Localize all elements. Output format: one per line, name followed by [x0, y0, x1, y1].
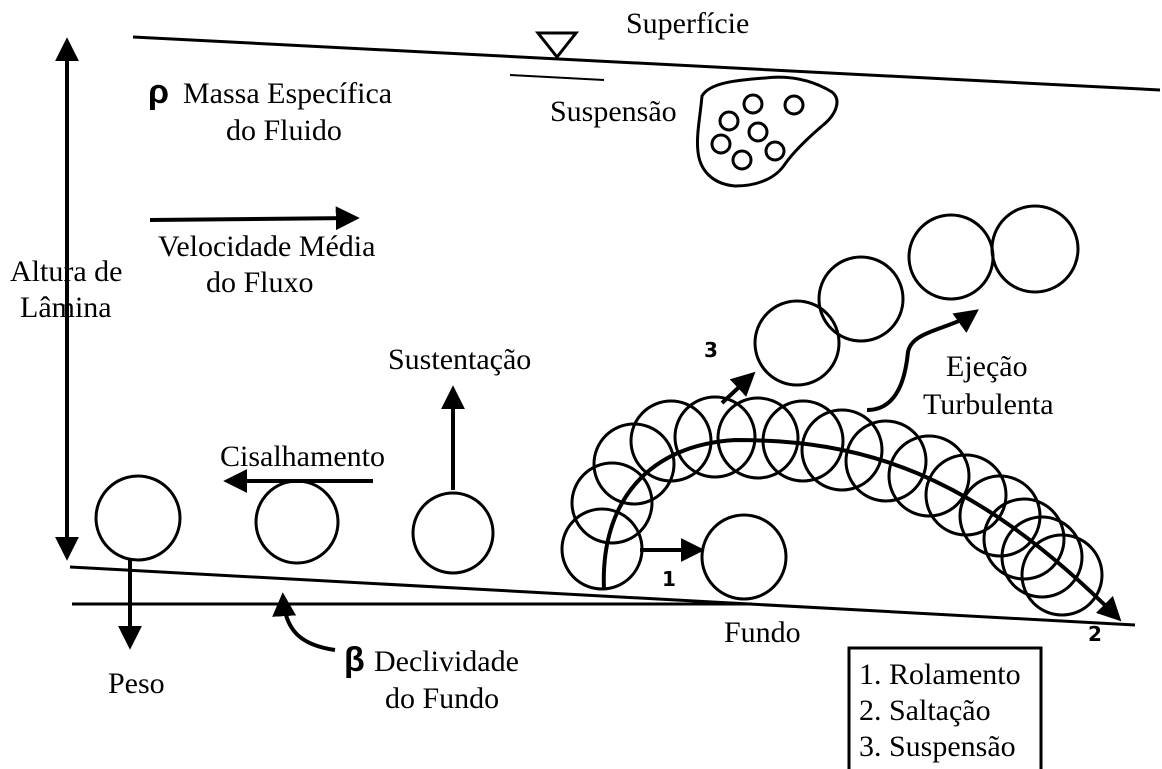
weight-particle	[96, 476, 180, 560]
suspended-particle	[766, 142, 784, 160]
saltation-particle	[631, 401, 711, 481]
legend-item-saltation: 2. Saltação	[859, 694, 991, 727]
marker-1: 1	[662, 567, 676, 591]
height-label-line1: Altura de	[10, 255, 122, 288]
slope-label-line2: do Fundo	[385, 682, 499, 715]
slope-label-line1: Declividade	[374, 645, 519, 678]
suspension-label: Suspensão	[550, 95, 677, 128]
height-label-line2: Lâmina	[20, 291, 112, 324]
suspended-particle	[744, 95, 762, 113]
density-label-line2: do Fluido	[226, 114, 342, 147]
ejection-label-line1: Ejeção	[946, 350, 1028, 383]
saltation-particle	[889, 436, 969, 516]
suspended-particle	[720, 112, 738, 130]
suspension-particle	[992, 206, 1078, 292]
saltation-trajectory	[604, 440, 1118, 618]
water-level-symbol	[538, 33, 576, 57]
surface-label: Superfície	[626, 7, 749, 40]
legend-item-suspension: 3. Suspensão	[859, 730, 1016, 763]
ejection-label-line2: Turbulenta	[923, 388, 1054, 421]
lift-label: Sustentação	[388, 343, 531, 376]
suspended-particle	[733, 151, 751, 169]
legend-item-rolling: 1. Rolamento	[859, 658, 1021, 691]
velocity-label-line2: do Fluxo	[206, 266, 314, 299]
shear-label: Cisalhamento	[220, 440, 385, 473]
shear-particle	[256, 481, 338, 563]
suspended-particle	[749, 123, 767, 141]
beta-symbol: β	[344, 641, 365, 679]
density-label-line1: Massa Específica	[183, 77, 392, 110]
rho-symbol: ρ	[148, 73, 169, 111]
suspension-particle	[819, 257, 903, 341]
marker-2: 2	[1088, 622, 1102, 646]
suspended-particle	[785, 96, 803, 114]
velocity-arrow	[150, 218, 355, 220]
lift-particle	[413, 493, 493, 573]
bed-label: Fundo	[724, 616, 801, 649]
saltation-particle	[675, 397, 755, 477]
marker-3: 3	[704, 338, 718, 362]
suspended-particle	[712, 135, 730, 153]
water-level-bar	[510, 75, 604, 80]
suspension-particle	[909, 215, 993, 299]
suspension-particle	[755, 301, 839, 385]
saltation-sequence	[562, 397, 1102, 615]
saltation-particle	[718, 398, 798, 478]
rolling-particle	[702, 515, 786, 599]
velocity-label-line1: Velocidade Média	[158, 230, 375, 263]
weight-label: Peso	[108, 667, 165, 700]
